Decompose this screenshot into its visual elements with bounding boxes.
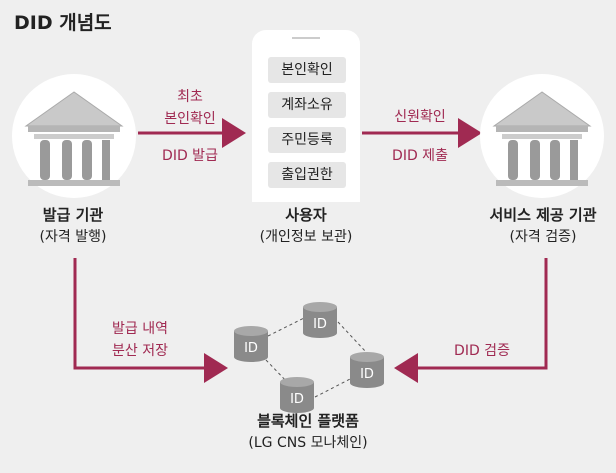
user-phone: 본인확인 계좌소유 주민등록 출입권한 bbox=[252, 30, 360, 202]
node-label: ID bbox=[244, 341, 258, 356]
record-arrow bbox=[73, 258, 228, 383]
verify-flow-label: DID 검증 bbox=[454, 343, 510, 359]
credential-item: 계좌소유 bbox=[268, 92, 346, 118]
node-label: ID bbox=[313, 317, 327, 332]
node-label: ID bbox=[360, 367, 374, 382]
blockchain-label: 블록체인 플랫폼(LG CNS 모나체인) bbox=[248, 412, 368, 451]
id-node-cylinder-icon: ID bbox=[303, 302, 337, 342]
credential-item: 본인확인 bbox=[268, 57, 346, 83]
submit-did-label: DID 제출 bbox=[392, 148, 448, 164]
user-label: 사용자(개인정보 보관) bbox=[259, 206, 353, 245]
verify-arrow bbox=[394, 258, 548, 383]
node-label: ID bbox=[290, 392, 304, 407]
credential-item: 출입권한 bbox=[268, 162, 346, 188]
bank-building-icon bbox=[24, 91, 124, 186]
issue-did-label: DID 발급 bbox=[162, 148, 218, 164]
bank-building-icon bbox=[492, 91, 592, 186]
id-node-cylinder-icon: ID bbox=[234, 326, 268, 366]
credential-item: 주민등록 bbox=[268, 127, 346, 153]
id-node-cylinder-icon: ID bbox=[350, 352, 384, 392]
submit-flow-label: 신원확인 bbox=[394, 109, 446, 125]
phone-speaker bbox=[292, 37, 320, 39]
diagram-title: DID 개념도 bbox=[14, 12, 112, 34]
issuer-label: 발급 기관(자격 발행) bbox=[39, 206, 107, 245]
verifier-label: 서비스 제공 기관(자격 검증) bbox=[489, 206, 597, 245]
id-node-cylinder-icon: ID bbox=[280, 377, 314, 417]
